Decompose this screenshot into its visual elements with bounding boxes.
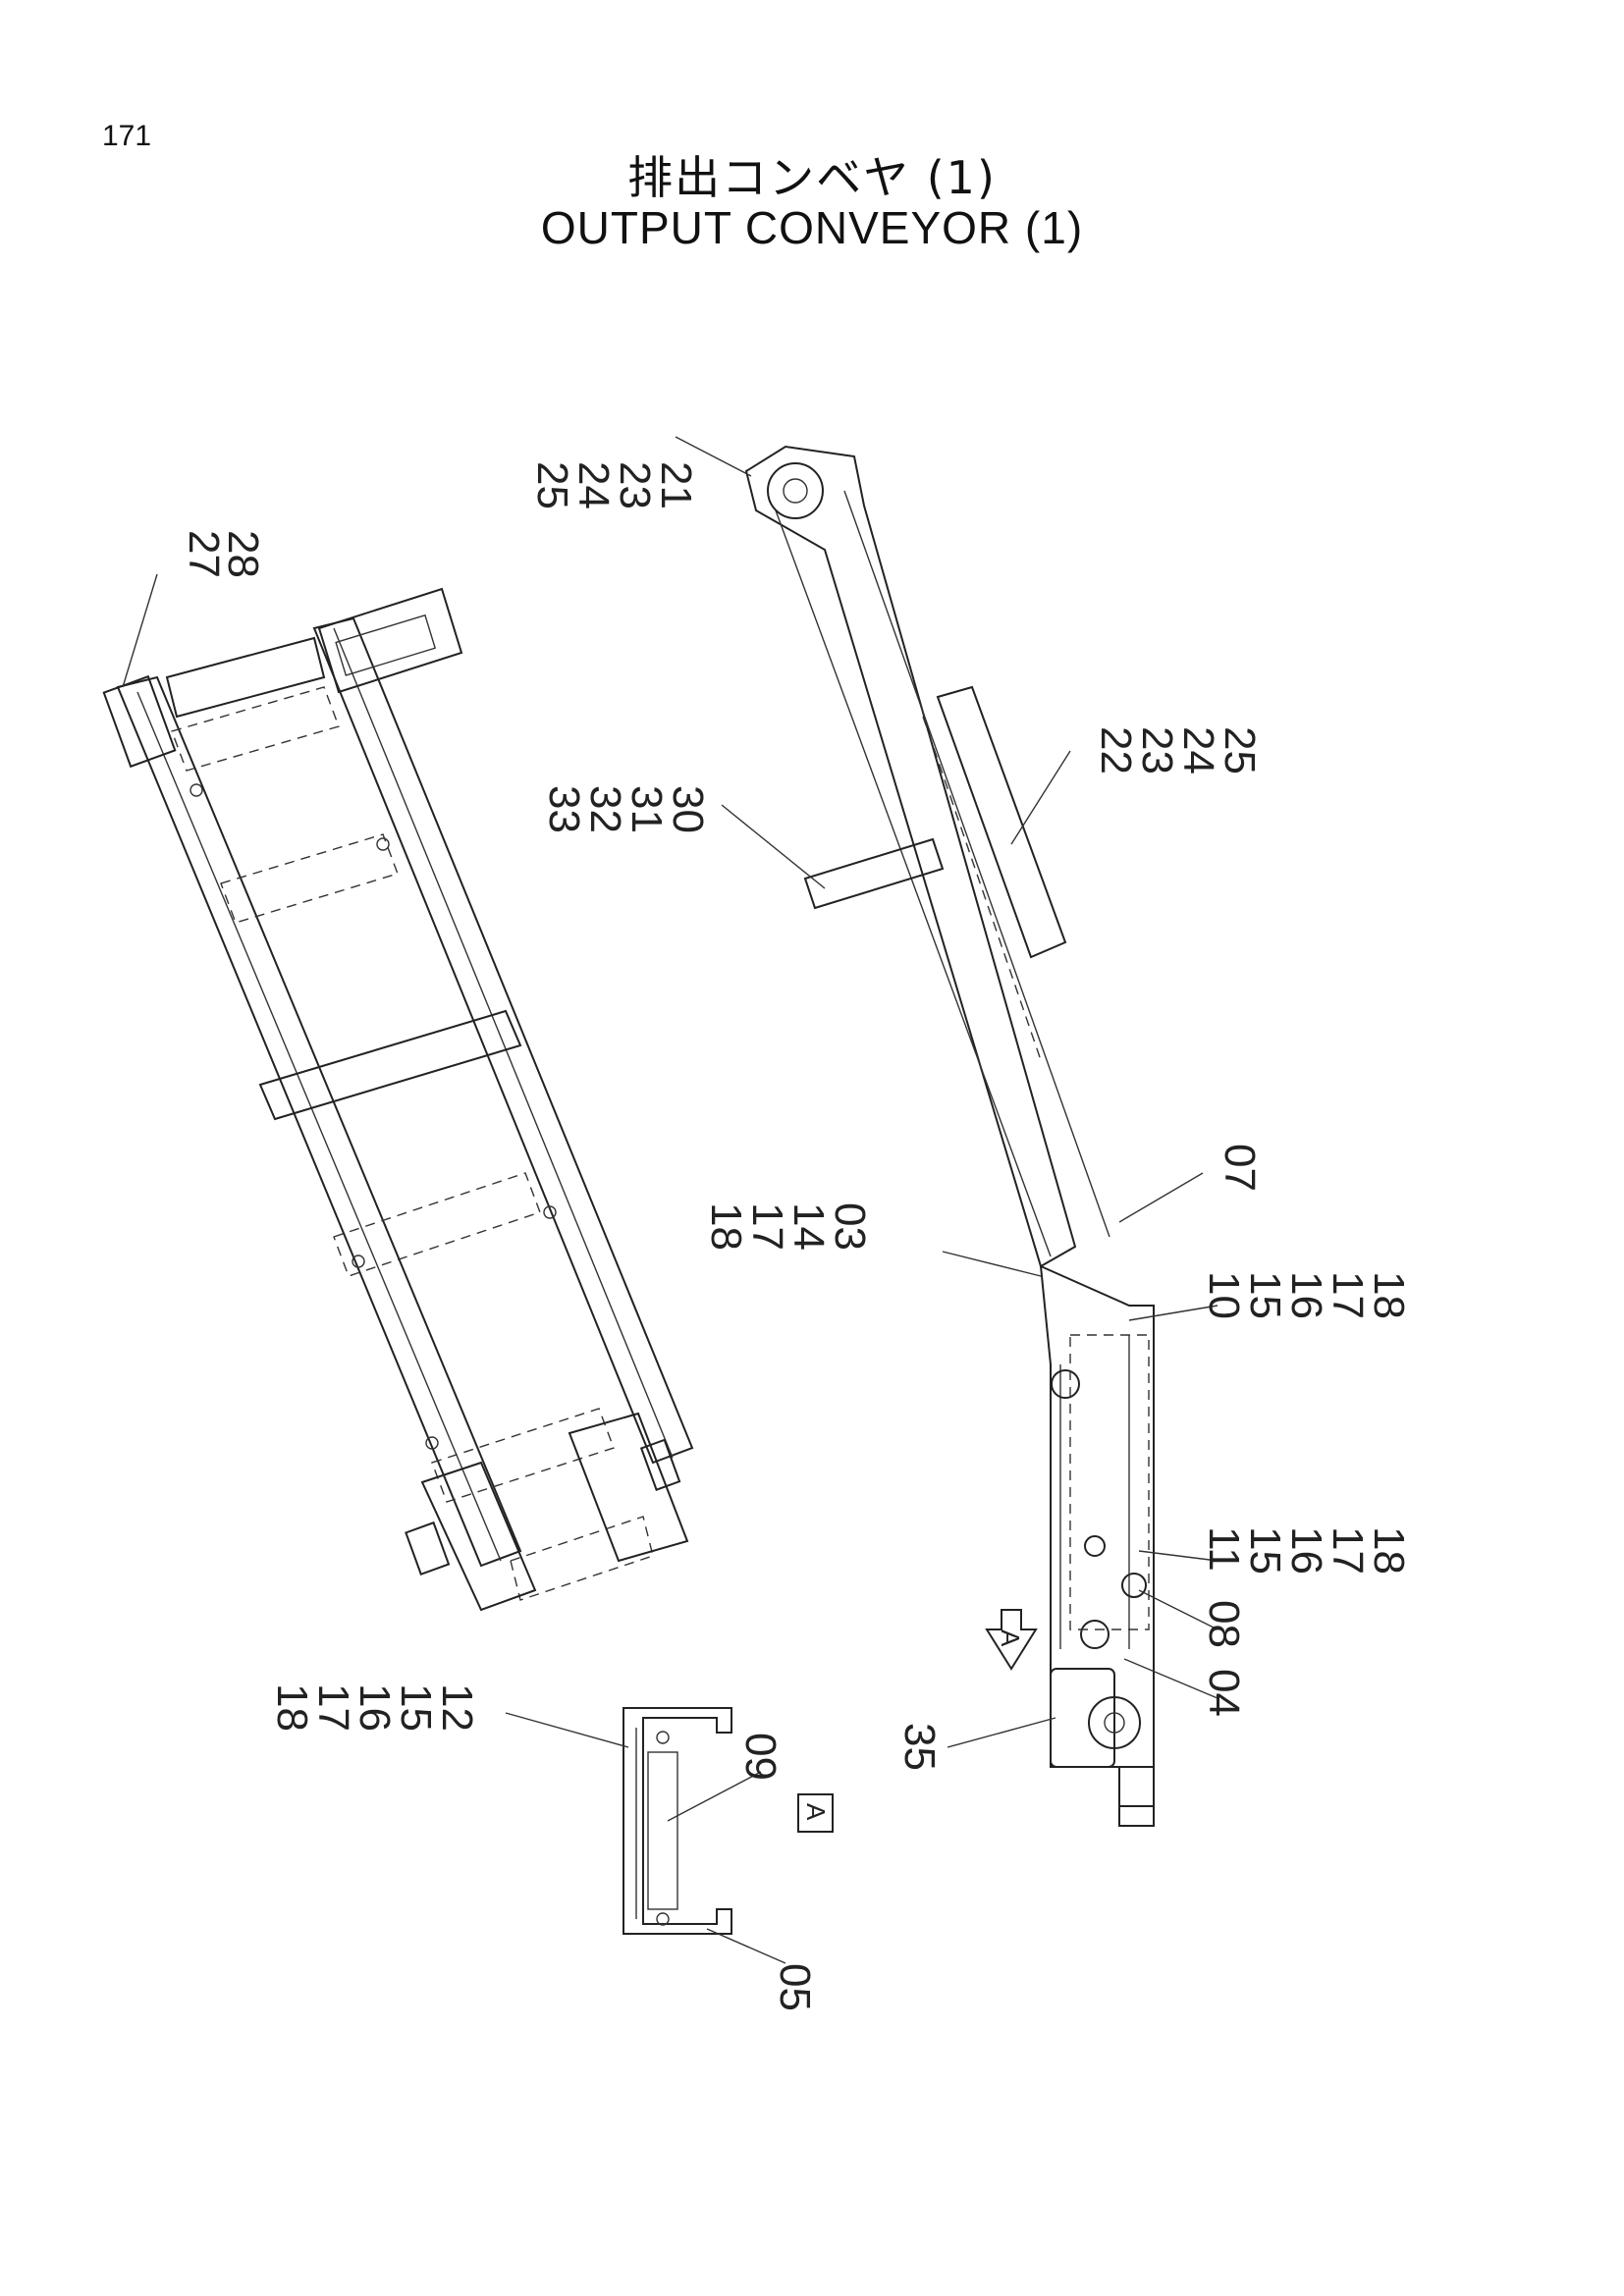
callout-16a: 16: [1282, 1271, 1330, 1319]
callout-10: 10: [1200, 1271, 1248, 1319]
callout-24: 24: [569, 461, 618, 509]
conveyor-side-view: [744, 445, 1155, 1827]
callout-07: 07: [1216, 1144, 1264, 1192]
callout-03: 03: [826, 1202, 874, 1251]
callout-32: 32: [581, 785, 629, 833]
callout-22: 22: [1092, 726, 1140, 774]
callout-14: 14: [785, 1202, 833, 1251]
page-title-japanese: 排出コンベヤ (1): [627, 151, 997, 204]
callout-16d: 16: [351, 1683, 399, 1732]
section-a-view: [623, 1707, 732, 1935]
callout-24b: 24: [1174, 726, 1222, 774]
callout-35: 35: [895, 1723, 944, 1771]
callout-17c: 17: [1324, 1526, 1372, 1575]
callout-15b: 15: [1241, 1526, 1289, 1575]
callout-33: 33: [540, 785, 588, 833]
leader-lines: [122, 436, 1218, 1964]
callout-17d: 17: [309, 1683, 357, 1732]
callout-17a: 17: [743, 1202, 791, 1251]
callout-12: 12: [433, 1683, 481, 1732]
callout-16b: 16: [1282, 1526, 1330, 1575]
section-marker-box: [797, 1793, 834, 1833]
callout-25: 25: [528, 461, 576, 509]
callout-18d: 18: [268, 1683, 316, 1732]
callout-28: 28: [219, 530, 267, 578]
callout-11: 11: [1200, 1526, 1248, 1572]
callout-05: 05: [771, 1963, 819, 2011]
view-marker-a: A: [996, 1629, 1025, 1647]
callout-09: 09: [736, 1733, 785, 1781]
callout-18b: 18: [1365, 1271, 1413, 1319]
section-marker-a: A: [801, 1803, 831, 1821]
callout-21: 21: [652, 461, 700, 509]
callout-18a: 18: [702, 1202, 750, 1251]
callout-17b: 17: [1324, 1271, 1372, 1319]
callout-25b: 25: [1216, 726, 1264, 774]
callout-23b: 23: [1133, 726, 1181, 774]
page-number: 171: [102, 120, 152, 152]
conveyor-plan-view: [102, 587, 694, 1612]
page-title-english: OUTPUT CONVEYOR (1): [540, 202, 1084, 253]
callout-31: 31: [623, 785, 671, 833]
callout-15a: 15: [1241, 1271, 1289, 1319]
callout-18c: 18: [1365, 1526, 1413, 1575]
callout-15d: 15: [392, 1683, 440, 1732]
callout-08: 08: [1200, 1600, 1248, 1648]
callout-23: 23: [611, 461, 659, 509]
callout-30: 30: [664, 785, 712, 833]
callout-04: 04: [1200, 1669, 1248, 1717]
callout-27: 27: [180, 530, 228, 578]
